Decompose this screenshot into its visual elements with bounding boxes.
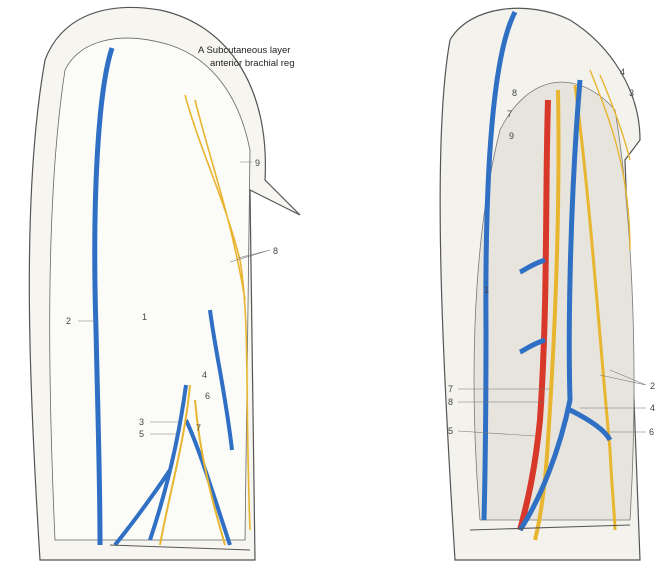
left-label-1: 1 [142,312,147,322]
medial-cutaneous-nerve [159,384,226,546]
left-label-3: 3 [139,417,144,427]
right-label-6: 6 [649,427,654,437]
left-arm-figure [28,6,301,561]
right-label-7: 7 [448,384,453,394]
cephalic-vein [481,10,518,521]
right-label-3: 3 [629,88,634,98]
right-label-8-top: 8 [512,88,517,98]
cephalic-vein [92,47,115,546]
brachial-artery [517,99,551,531]
basilic-vein [113,309,234,547]
left-label-5: 5 [139,429,144,439]
right-label-8: 8 [448,397,453,407]
right-label-4-top: 4 [620,67,625,77]
left-label-6: 6 [205,391,210,401]
right-label-7-top: 7 [507,109,512,119]
right-label-4: 4 [650,403,655,413]
left-label-8: 8 [273,246,278,256]
right-arm-figure [439,7,641,561]
left-label-4: 4 [202,370,207,380]
left-label-2: 2 [66,316,71,326]
right-label-1: 1 [484,285,489,295]
right-label-5: 5 [448,426,453,436]
cutaneous-nerves [184,94,251,531]
right-label-2: 2 [650,381,655,391]
cutaneous-nerves [589,69,631,251]
median-nerve [533,89,561,541]
basilic-vein [517,79,613,532]
left-label-7: 7 [196,423,201,433]
caption-line-1: A Subcutaneous layer [198,45,290,56]
right-label-9: 9 [509,131,514,141]
left-skin-flap [49,37,251,541]
caption-line-2: anterior brachial reg [210,58,295,69]
ulnar-nerve [573,84,617,531]
left-label-9: 9 [255,158,260,168]
